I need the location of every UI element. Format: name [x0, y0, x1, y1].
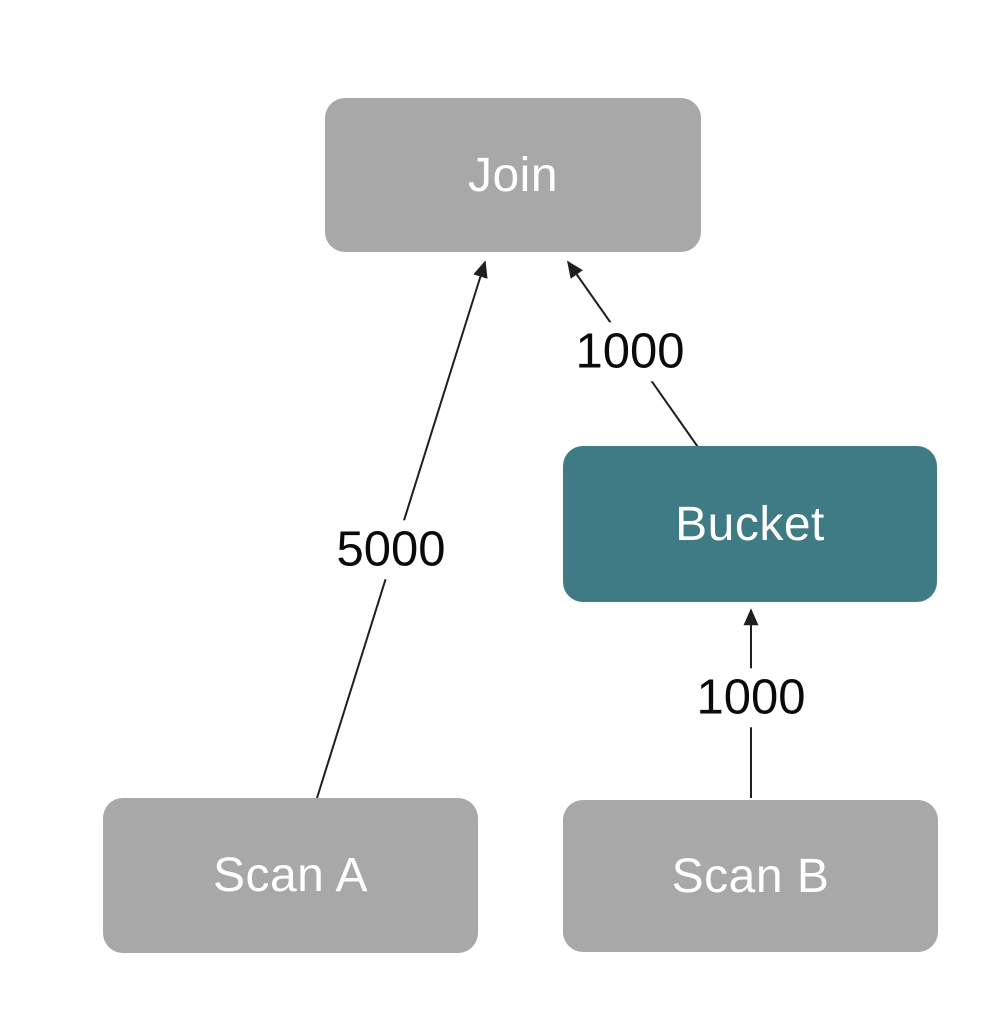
- node-bucket-label: Bucket: [675, 497, 825, 551]
- node-join: Join: [325, 98, 701, 252]
- node-scan-b-label: Scan B: [671, 849, 830, 903]
- edge-label-scan-a-join: 5000: [326, 520, 456, 580]
- edge-label-bucket-join: 1000: [565, 322, 695, 382]
- node-join-label: Join: [467, 148, 559, 202]
- node-bucket: Bucket: [563, 446, 937, 602]
- node-scan-a: Scan A: [103, 798, 478, 953]
- node-scan-a-label: Scan A: [212, 849, 369, 902]
- node-scan-b: Scan B: [563, 800, 938, 952]
- edge-label-scan-b-bucket: 1000: [686, 668, 816, 728]
